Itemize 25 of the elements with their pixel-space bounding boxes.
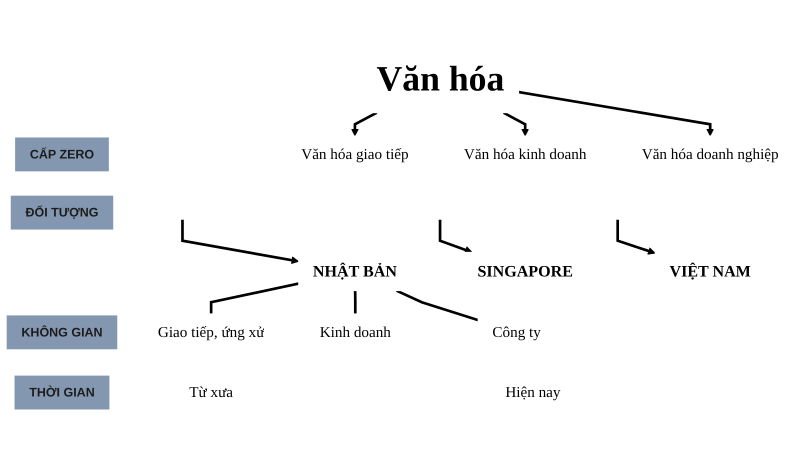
node-text: Văn hóa giao tiếp [301, 146, 409, 163]
node-box: THỜI GIAN [14, 376, 110, 410]
connector [210, 282, 299, 314]
node-text: SINGAPORE [477, 262, 573, 280]
node-text: Từ xưa [189, 384, 234, 401]
arrow [502, 112, 530, 136]
node-text: Văn hóa kinh doanh [464, 146, 586, 163]
connector [396, 289, 479, 322]
node-box: KHÔNG GIAN [6, 315, 118, 350]
node-text: Văn hóa doanh nghiệp [642, 146, 779, 163]
arrow [181, 220, 299, 264]
node-box: CẤP ZERO [15, 137, 109, 172]
node-text: Văn hóa [376, 58, 504, 98]
node-text: NHẬT BẢN [312, 262, 397, 280]
arrow [616, 220, 656, 255]
node-text: Kinh doanh [320, 324, 391, 341]
node-text: VIỆT NAM [670, 262, 751, 280]
node-box: ĐỐI TƯỢNG [10, 196, 114, 230]
connector [354, 290, 357, 314]
node-text: Hiện nay [505, 384, 560, 401]
arrow [518, 90, 714, 136]
node-text: Giao tiếp, ứng xử [158, 324, 264, 341]
node-text: Công ty [492, 324, 541, 341]
arrow [438, 220, 472, 254]
arrow [351, 112, 378, 136]
